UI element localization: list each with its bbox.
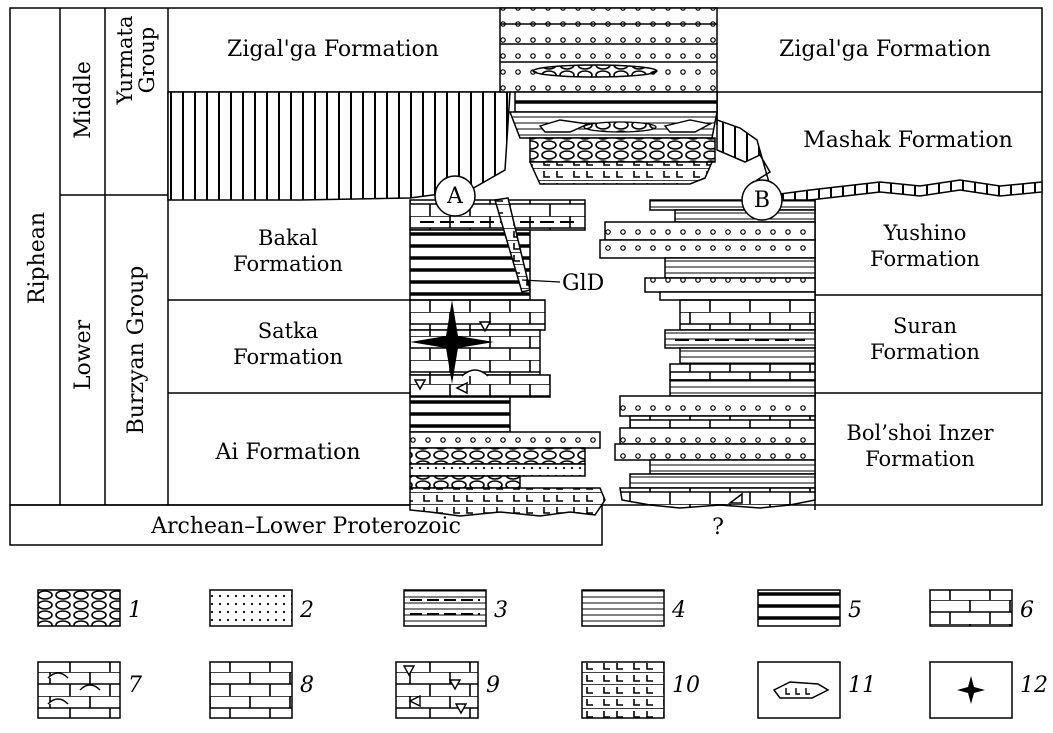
legend: 1 2 3 4 5 6 7 8 9 10 11 12 (38, 590, 1048, 718)
section-a-marker-label: A (446, 184, 464, 209)
legend-num-9: 9 (486, 673, 500, 698)
burzyan-group-label: Burzyan Group (124, 266, 149, 435)
riphean-label: Riphean (25, 212, 50, 304)
section-a-column (410, 198, 605, 516)
middle-label: Middle (71, 61, 96, 139)
legend-num-2: 2 (299, 598, 314, 623)
right-zigalga-label: Zigal'ga Formation (779, 37, 991, 62)
section-b-column (600, 200, 815, 508)
mashak-label: Mashak Formation (803, 128, 1013, 153)
lower-label: Lower (71, 319, 96, 390)
legend-num-7: 7 (128, 673, 142, 698)
legend-num-6: 6 (1020, 598, 1034, 623)
mashak-column (510, 92, 717, 184)
legend-num-8: 8 (300, 673, 314, 698)
gld-label: GlD (562, 271, 604, 296)
unknown-base-label: ? (712, 515, 724, 540)
ai-label: Ai Formation (214, 440, 360, 465)
legend-num-3: 3 (494, 598, 508, 623)
legend-num-5: 5 (848, 598, 862, 623)
section-b-marker-label: B (754, 188, 770, 213)
left-zigalga-label: Zigal'ga Formation (227, 37, 439, 62)
legend-num-12: 12 (1020, 673, 1048, 698)
legend-num-11: 11 (848, 673, 876, 698)
yurmata-group-label: YurmataGroup (113, 16, 159, 106)
legend-num-4: 4 (671, 598, 686, 623)
zigalga-column (500, 8, 717, 92)
legend-num-10: 10 (672, 673, 700, 698)
legend-num-1: 1 (128, 598, 142, 623)
basement-label: Archean–Lower Proterozoic (150, 514, 461, 539)
